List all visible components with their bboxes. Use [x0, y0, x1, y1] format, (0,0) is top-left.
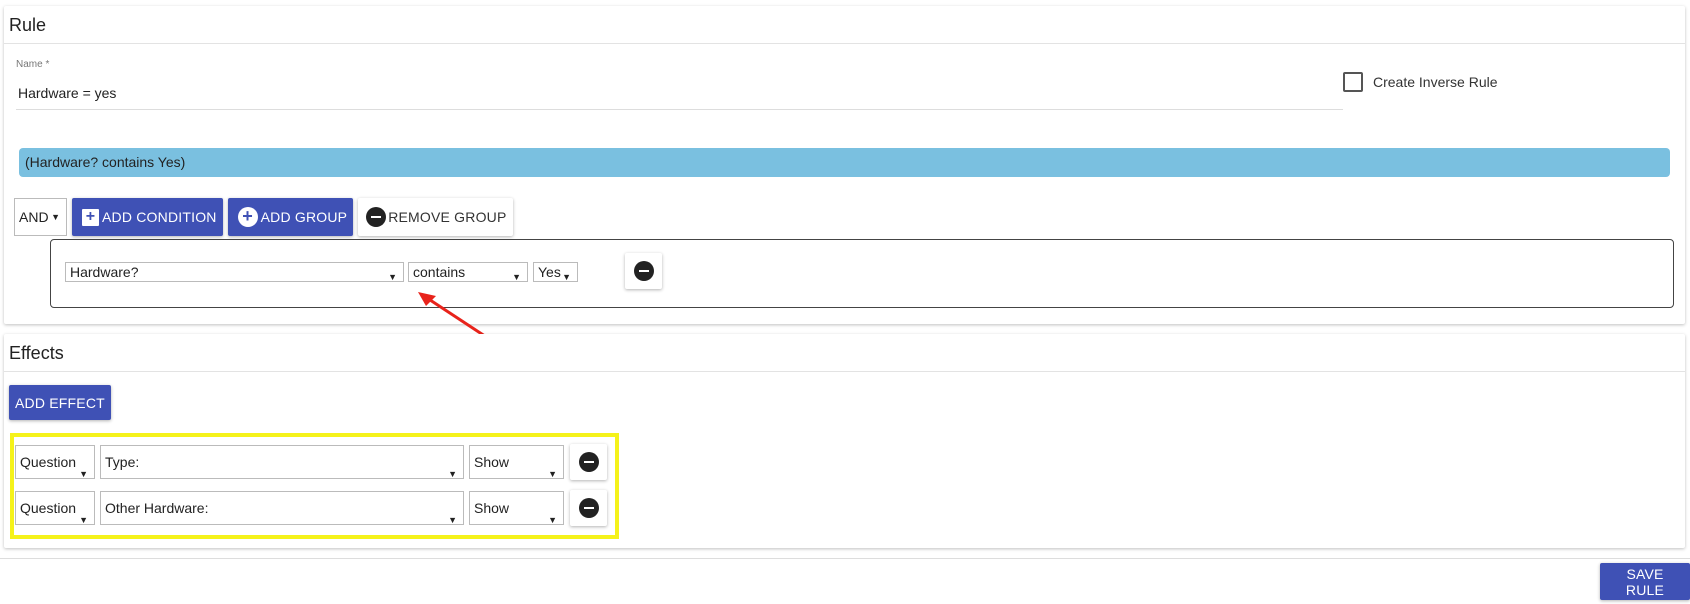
remove-group-button[interactable]: REMOVE GROUP	[358, 198, 513, 236]
effect-target-type-value: Question	[20, 454, 77, 470]
caret-down-icon: ▼	[79, 469, 88, 479]
effect-action-select[interactable]: Show ▼	[469, 445, 564, 479]
group-toolbar: AND ▼ + ADD CONDITION + ADD GROUP REMOVE…	[14, 198, 513, 236]
effect-target-select[interactable]: Type: ▼	[100, 445, 464, 479]
name-field-label: Name *	[16, 59, 50, 70]
remove-condition-button[interactable]	[625, 253, 662, 289]
caret-down-icon: ▼	[79, 515, 88, 525]
effects-highlight-box: Question ▼ Type: ▼ Show ▼ Question ▼ Oth…	[10, 433, 619, 539]
group-operator-value: AND	[19, 209, 49, 225]
condition-value-value: Yes	[538, 264, 561, 280]
inverse-rule-label: Create Inverse Rule	[1373, 74, 1498, 90]
rule-title: Rule	[4, 6, 1685, 44]
caret-down-icon: ▼	[388, 272, 397, 282]
add-condition-button[interactable]: + ADD CONDITION	[72, 198, 223, 236]
condition-operator-select[interactable]: contains ▼	[408, 262, 528, 282]
plus-circle-icon: +	[237, 207, 258, 227]
caret-down-icon: ▼	[448, 515, 457, 525]
save-rule-button[interactable]: SAVE RULE	[1600, 563, 1690, 600]
condition-operator-value: contains	[413, 264, 466, 280]
effect-target-type-select[interactable]: Question ▼	[15, 445, 95, 479]
add-condition-label: ADD CONDITION	[102, 209, 217, 225]
effect-action-select[interactable]: Show ▼	[469, 491, 564, 525]
group-operator-select[interactable]: AND ▼	[14, 198, 67, 236]
effect-target-type-select[interactable]: Question ▼	[15, 491, 95, 525]
add-group-label: ADD GROUP	[260, 209, 348, 225]
add-effect-button[interactable]: ADD EFFECT	[9, 385, 111, 420]
caret-down-icon: ▼	[562, 272, 571, 282]
caret-down-icon: ▼	[51, 212, 60, 222]
remove-effect-button[interactable]	[570, 444, 607, 480]
add-effect-label: ADD EFFECT	[15, 394, 105, 411]
minus-circle-icon	[578, 498, 599, 518]
condition-field-value: Hardware?	[70, 264, 139, 280]
add-group-button[interactable]: + ADD GROUP	[227, 198, 354, 236]
minus-circle-icon	[366, 207, 387, 227]
effects-title: Effects	[4, 334, 1685, 372]
rule-summary-bar: (Hardware? contains Yes)	[19, 148, 1670, 177]
caret-down-icon: ▼	[448, 469, 457, 479]
caret-down-icon: ▼	[548, 469, 557, 479]
effect-target-value: Other Hardware:	[105, 500, 209, 516]
effect-action-value: Show	[474, 500, 510, 516]
remove-group-label: REMOVE GROUP	[388, 209, 507, 225]
save-rule-label: SAVE RULE	[1625, 565, 1665, 598]
name-input[interactable]	[16, 76, 1343, 110]
minus-circle-icon	[633, 261, 654, 281]
minus-circle-icon	[578, 452, 599, 472]
effect-target-type-value: Question	[20, 500, 77, 516]
remove-effect-button[interactable]	[570, 490, 607, 526]
effect-target-value: Type:	[105, 454, 140, 470]
condition-field-select[interactable]: Hardware? ▼	[65, 262, 404, 282]
plus-square-icon: +	[82, 208, 99, 226]
condition-value-select[interactable]: Yes ▼	[533, 262, 578, 282]
footer-divider	[0, 558, 1690, 559]
condition-group-box: Hardware? ▼ contains ▼ Yes ▼	[50, 239, 1674, 308]
create-inverse-rule[interactable]: Create Inverse Rule	[1343, 72, 1498, 92]
caret-down-icon: ▼	[548, 515, 557, 525]
caret-down-icon: ▼	[512, 272, 521, 282]
effect-action-value: Show	[474, 454, 510, 470]
inverse-rule-checkbox[interactable]	[1343, 72, 1363, 92]
effect-target-select[interactable]: Other Hardware: ▼	[100, 491, 464, 525]
